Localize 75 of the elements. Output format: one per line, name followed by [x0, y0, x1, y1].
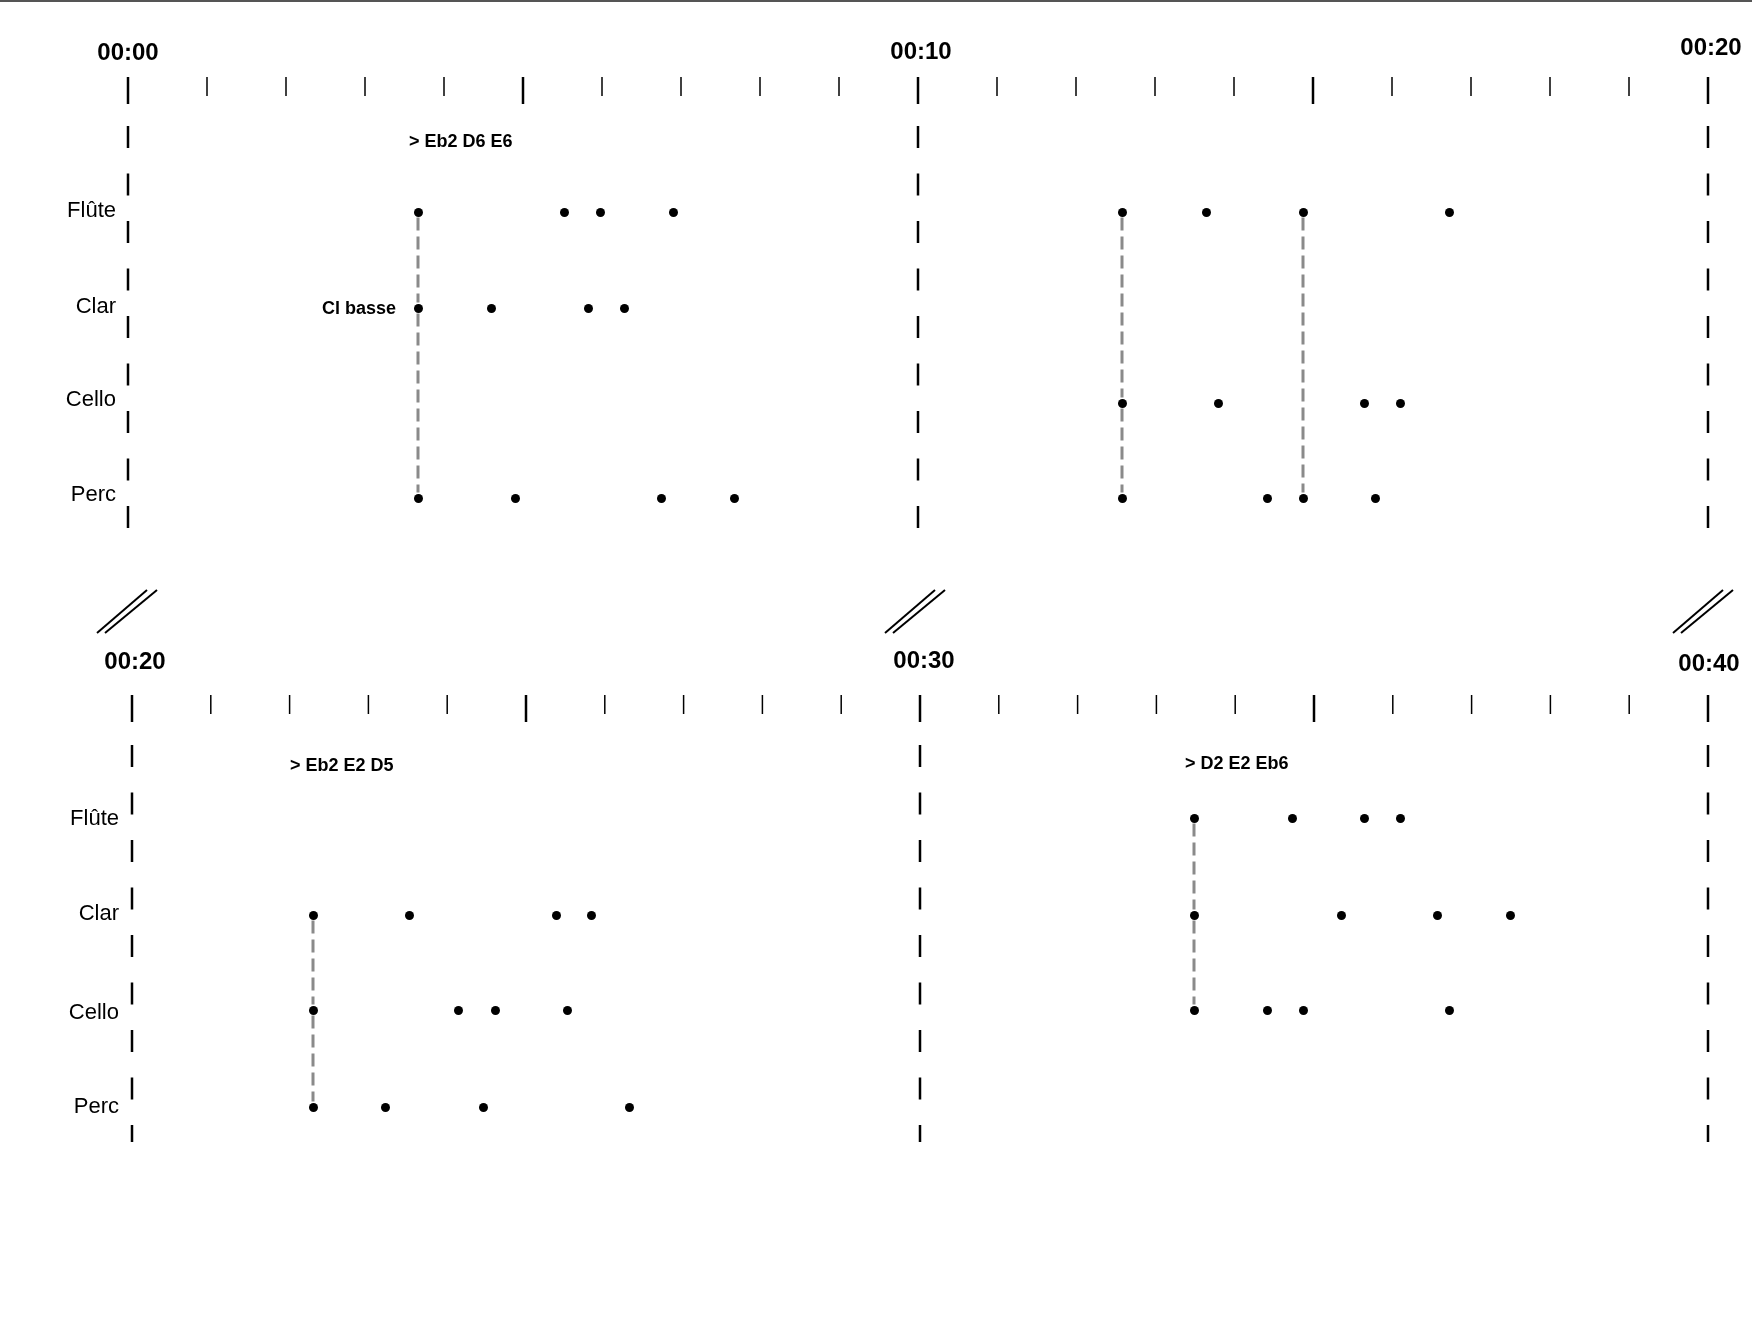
note-dot-icon	[1117, 493, 1127, 503]
instrument-label: Flûte	[70, 805, 119, 831]
note-dot-icon	[562, 1005, 572, 1015]
note-dot-icon	[404, 910, 414, 920]
instrument-label: Cello	[65, 386, 116, 412]
note-dot-icon	[595, 207, 605, 217]
note-dot-icon	[490, 1005, 500, 1015]
note-dot-icon	[510, 493, 520, 503]
note-dot-icon	[1117, 398, 1127, 408]
note-dot-icon	[1298, 493, 1308, 503]
note-dot-icon	[413, 303, 423, 313]
note-dot-icon	[1262, 1005, 1272, 1015]
note-dot-icon	[308, 910, 318, 920]
note-dot-icon	[1213, 398, 1223, 408]
time-label: 00:40	[1678, 649, 1740, 677]
note-dot-icon	[624, 1102, 634, 1112]
instrument-label: Clar	[78, 900, 119, 926]
note-dot-icon	[1189, 1005, 1199, 1015]
note-dot-icon	[1298, 207, 1308, 217]
note-dot-icon	[1298, 1005, 1308, 1015]
note-dot-icon	[1505, 910, 1515, 920]
dashed-sync-line	[416, 313, 420, 493]
note-dot-icon	[1359, 813, 1369, 823]
note-dot-icon	[1432, 910, 1442, 920]
note-dot-icon	[586, 910, 596, 920]
note-dot-icon	[1444, 1005, 1454, 1015]
note-dot-icon	[1395, 398, 1405, 408]
note-dot-icon	[551, 910, 561, 920]
note-dot-icon	[1189, 910, 1199, 920]
note-dot-icon	[413, 493, 423, 503]
note-dot-icon	[380, 1102, 390, 1112]
note-dot-icon	[583, 303, 593, 313]
chord-label: > Eb2 D6 E6	[409, 130, 513, 152]
dashed-sync-line	[311, 920, 315, 1005]
instrument-change-label: Cl basse	[321, 297, 396, 319]
note-dot-icon	[413, 207, 423, 217]
dashed-sync-line	[416, 217, 420, 303]
dashed-sync-line	[1192, 823, 1196, 910]
note-dot-icon	[308, 1102, 318, 1112]
instrument-label: Flûte	[67, 197, 116, 223]
note-dot-icon	[729, 493, 739, 503]
note-dot-icon	[1201, 207, 1211, 217]
instrument-label: Perc	[70, 481, 116, 507]
note-dot-icon	[453, 1005, 463, 1015]
note-dot-icon	[619, 303, 629, 313]
note-dot-icon	[486, 303, 496, 313]
note-dot-icon	[478, 1102, 488, 1112]
note-dot-icon	[308, 1005, 318, 1015]
note-dot-icon	[1444, 207, 1454, 217]
note-dot-icon	[1287, 813, 1297, 823]
note-dot-icon	[1336, 910, 1346, 920]
dashed-sync-line	[311, 1015, 315, 1102]
note-dot-icon	[1117, 207, 1127, 217]
note-dot-icon	[668, 207, 678, 217]
instrument-label: Perc	[73, 1093, 119, 1119]
note-dot-icon	[1395, 813, 1405, 823]
time-label: 00:20	[1680, 33, 1742, 61]
dashed-sync-line	[1120, 408, 1124, 493]
note-dot-icon	[559, 207, 569, 217]
dashed-sync-line	[1301, 217, 1305, 493]
time-label: 00:10	[890, 37, 952, 65]
note-dot-icon	[1262, 493, 1272, 503]
time-label: 00:30	[893, 646, 955, 674]
note-dot-icon	[1370, 493, 1380, 503]
time-label: 00:00	[97, 38, 159, 66]
instrument-label: Clar	[75, 293, 116, 319]
instrument-label: Cello	[68, 999, 119, 1025]
note-dot-icon	[1189, 813, 1199, 823]
note-dot-icon	[1359, 398, 1369, 408]
dashed-sync-line	[1120, 217, 1124, 398]
chord-label: > Eb2 E2 D5	[290, 754, 394, 776]
time-label: 00:20	[104, 647, 166, 675]
dashed-sync-line	[1192, 920, 1196, 1005]
chord-label: > D2 E2 Eb6	[1185, 752, 1289, 774]
note-dot-icon	[656, 493, 666, 503]
